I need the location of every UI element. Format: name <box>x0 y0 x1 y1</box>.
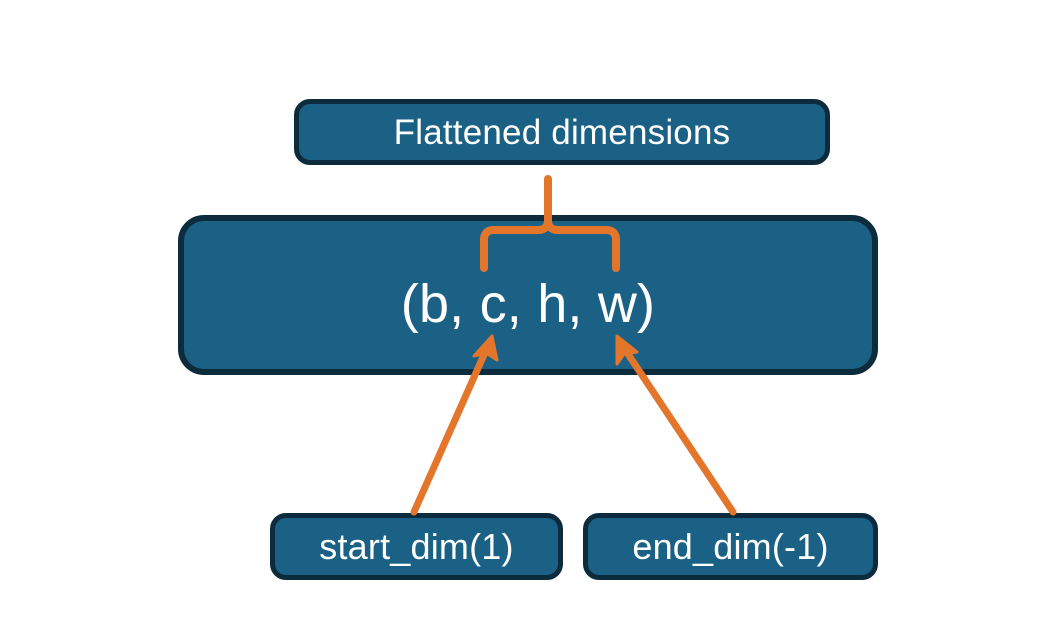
start-dim-label: start_dim(1) <box>319 525 514 567</box>
flattened-dimensions-box: Flattened dimensions <box>294 99 830 165</box>
end-dim-box: end_dim(-1) <box>583 513 878 580</box>
tensor-shape-label: (b, c, h, w) <box>400 274 656 334</box>
start-dim-box: start_dim(1) <box>270 513 563 580</box>
tensor-shape-box: (b, c, h, w) <box>178 215 878 375</box>
end-dim-label: end_dim(-1) <box>632 525 829 567</box>
flattened-dimensions-label: Flattened dimensions <box>393 112 731 152</box>
